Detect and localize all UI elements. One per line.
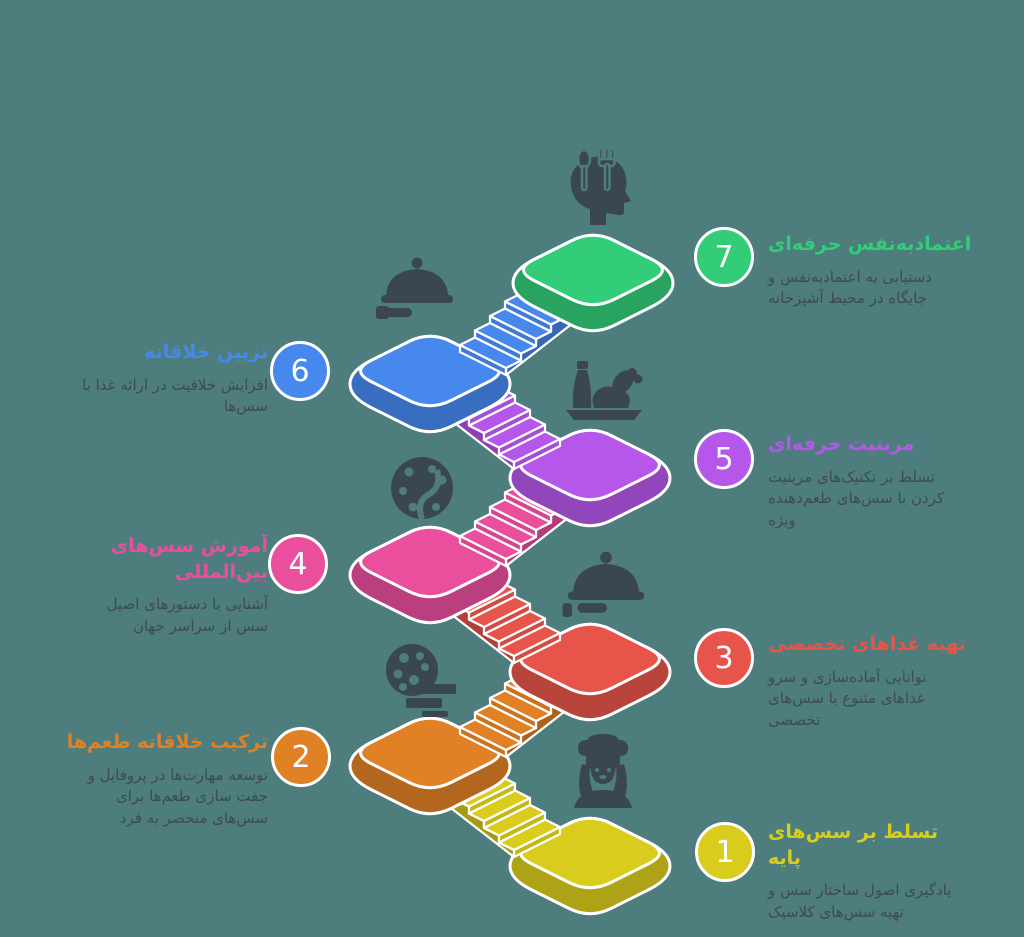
step-2-description: توسعه مهارت‌ها در پروفایل و جفت سازی طعم… [87, 765, 268, 828]
step-4-text: آموزش سس‌های بین‌المللی آشنایی با دستوره… [40, 534, 268, 638]
step-5-title: مرینیت حرفه‌ای [768, 433, 915, 455]
cookie-icon [386, 644, 456, 717]
step-3-title: تهیه غذاهای تخصصی [768, 633, 966, 655]
step-3-description: توانایی آماده‌سازی و سرو غذاهای متنوع با… [768, 667, 927, 730]
step-2-badge: 2 [271, 727, 331, 787]
step-5-description: تسلط بر تکنیک‌های مرینیت کردن با سس‌های … [768, 467, 945, 530]
platform-7 [522, 233, 664, 307]
roast-chicken-icon [566, 361, 643, 420]
step-6-title: تزیین خلاقانه [144, 341, 268, 363]
step-6-text: تزیین خلاقانه افزایش خلاقیت در ارائه غذا… [40, 340, 268, 418]
step-4-description: آشنایی با دستورهای اصیل سس از سراسر جهان [106, 595, 268, 636]
step-5-text: مرینیت حرفه‌ای تسلط بر تکنیک‌های مرینیت … [768, 432, 990, 532]
serving-cloche-icon [376, 257, 453, 319]
step-7-description: دستیابی به اعتمادبه‌نفس و جایگاه در محیط… [768, 267, 932, 308]
step-3-badge: 3 [694, 628, 754, 688]
step-2-text: ترکیب خلاقانه طعم‌ها توسعه مهارت‌ها در پ… [40, 730, 268, 830]
step-1-text: تسلط بر سس‌های پایه یادگیری اصول ساختار … [768, 820, 990, 924]
serving-cloche-icon [562, 551, 645, 617]
step-4-badge: 4 [268, 534, 328, 594]
step-6-description: افزایش خلاقیت در ارائه غذا با سس‌ها [82, 375, 268, 416]
step-7-text: اعتمادبه‌نفس حرفه‌ای دستیابی به اعتمادبه… [768, 232, 990, 310]
step-7-title: اعتمادبه‌نفس حرفه‌ای [768, 233, 972, 255]
step-1-title: تسلط بر سس‌های پایه [768, 821, 939, 869]
step-4-title: آموزش سس‌های بین‌المللی [110, 535, 268, 583]
pizza-icon [391, 457, 453, 520]
step-1-badge: 1 [695, 822, 755, 882]
head-gastronomy-icon [570, 146, 631, 225]
step-1-description: یادگیری اصول ساختار سس و تهیه سس‌های کلا… [768, 881, 952, 922]
female-chef-icon [574, 734, 632, 808]
step-5-badge: 5 [694, 429, 754, 489]
step-7-badge: 7 [694, 227, 754, 287]
step-2-title: ترکیب خلاقانه طعم‌ها [66, 731, 268, 753]
step-6-badge: 6 [270, 341, 330, 401]
step-3-text: تهیه غذاهای تخصصی توانایی آماده‌سازی و س… [768, 632, 990, 732]
